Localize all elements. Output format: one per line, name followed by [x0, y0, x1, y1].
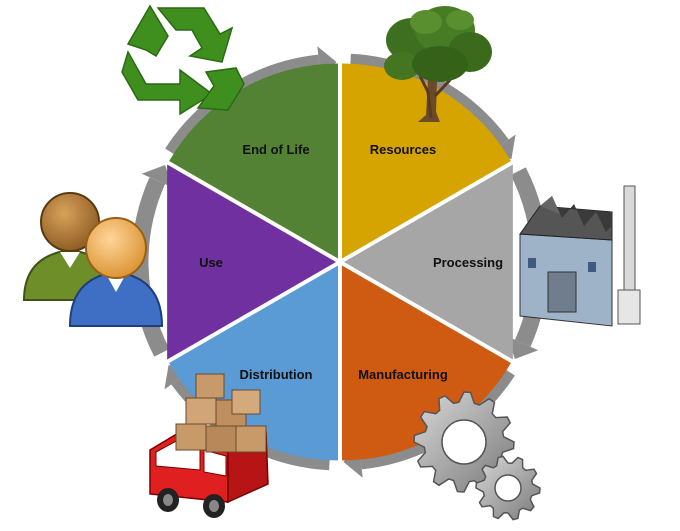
delivery-truck-icon [149, 373, 269, 518]
segment-resources [342, 63, 511, 259]
segment-label-resources: Resources [370, 142, 436, 157]
segment-label-use: Use [199, 255, 223, 270]
tree-icon [384, 6, 492, 122]
ring-arrowhead [141, 165, 173, 188]
segment-label-distribution: Distribution [240, 367, 313, 382]
segment-label-processing: Processing [433, 255, 503, 270]
segment-label-manufacturing: Manufacturing [358, 367, 448, 382]
gears-icon [413, 391, 541, 521]
recycle-icon [121, 4, 245, 116]
segment-end-of-life [169, 63, 338, 259]
people-icon [22, 192, 164, 327]
label-group: Resources Processing Manufacturing Distr… [199, 142, 503, 382]
segment-processing [344, 164, 513, 360]
segment-label-end-of-life: End of Life [242, 142, 309, 157]
factory-icon [519, 185, 641, 327]
ring-arrowhead [507, 336, 539, 359]
segment-use [167, 164, 336, 360]
